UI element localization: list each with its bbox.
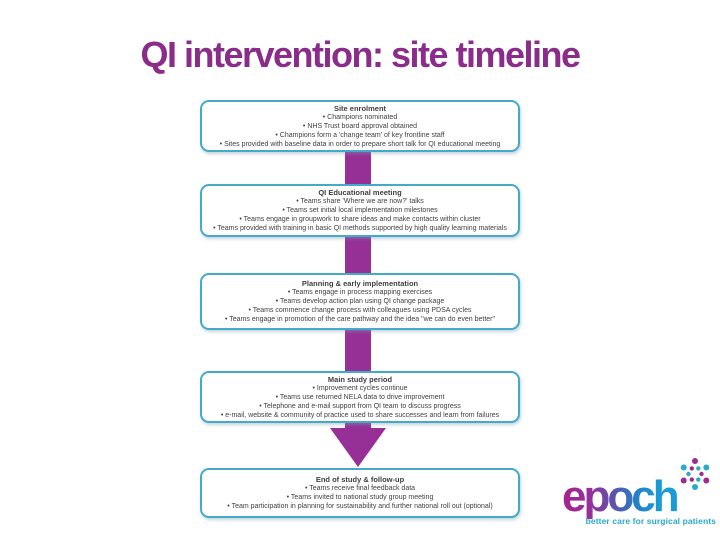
- step-bullet: e-mail, website & community of practice …: [221, 411, 499, 420]
- step-bullet: Teams provided with training in basic QI…: [213, 224, 507, 233]
- step-bullet: Improvement cycles continue: [312, 384, 408, 393]
- epoch-logo-text: epoch: [562, 472, 680, 521]
- epoch-logo: epoch better care for surgical patients: [560, 452, 718, 532]
- step-bullet: Teams develop action plan using QI chang…: [276, 297, 444, 306]
- step-bullet: Teams engage in groupwork to share ideas…: [239, 215, 481, 224]
- step-bullet: Teams engage in promotion of the care pa…: [225, 315, 495, 324]
- timeline-step-end-of-study-follow-up: End of study & follow-up Teams receive f…: [200, 468, 520, 518]
- timeline-step-main-study-period: Main study period Improvement cycles con…: [200, 371, 520, 423]
- timeline-step-site-enrolment: Site enrolment Champions nominated NHS T…: [200, 100, 520, 152]
- timeline-step-planning-early-implementation: Planning & early implementation Teams en…: [200, 273, 520, 330]
- step-bullet: Sites provided with baseline data in ord…: [220, 140, 500, 149]
- step-bullet: Teams commence change process with colle…: [249, 306, 472, 315]
- step-header: Site enrolment: [333, 103, 387, 113]
- step-header: QI Educational meeting: [318, 188, 402, 197]
- step-bullet: Teams receive final feedback data: [305, 484, 415, 493]
- step-bullet: Teams set initial local implementation m…: [282, 206, 438, 215]
- step-header: Planning & early implementation: [301, 279, 419, 288]
- step-bullet: Teams use returned NELA data to drive im…: [276, 393, 445, 402]
- step-bullet: NHS Trust board approval obtained: [303, 122, 417, 131]
- step-bullet: Teams share 'Where we are now?' talks: [296, 197, 424, 206]
- step-bullet: Teams invited to national study group me…: [287, 493, 433, 502]
- epoch-logo-tagline: better care for surgical patients: [585, 516, 716, 526]
- step-header: End of study & follow-up: [315, 475, 405, 484]
- slide-title: QI intervention: site timeline: [140, 34, 581, 75]
- step-bullet: Telephone and e-mail support from QI tea…: [259, 402, 461, 411]
- step-bullet: Champions form a 'change team' of key fr…: [275, 131, 445, 140]
- step-bullet: Teams engage in process mapping exercise…: [288, 288, 432, 297]
- step-bullet: Team participation in planning for susta…: [227, 502, 493, 511]
- step-bullet: Champions nominated: [323, 113, 397, 122]
- molecule-icon: [680, 458, 710, 490]
- timeline-step-qi-educational-meeting: QI Educational meeting Teams share 'Wher…: [200, 184, 520, 237]
- step-header: Main study period: [327, 374, 393, 384]
